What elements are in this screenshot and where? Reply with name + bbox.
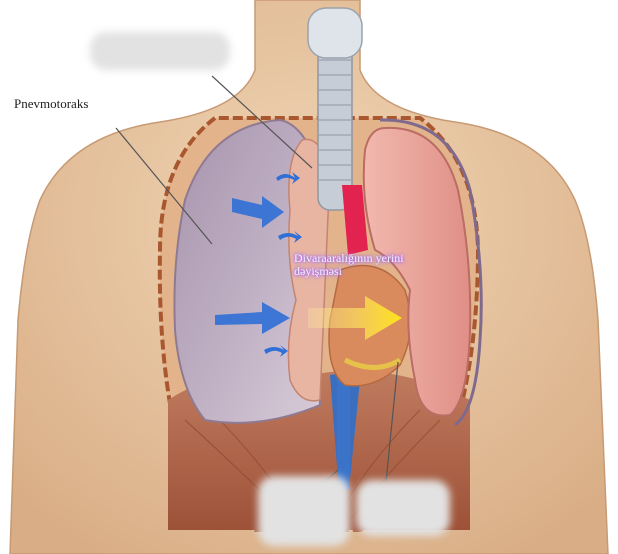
pneumothorax-label: Pnevmotoraks — [14, 96, 88, 112]
inferior-vessel — [337, 380, 350, 490]
blurred-label-bottom-right — [356, 480, 450, 536]
larynx — [308, 8, 362, 58]
mediastinal-shift-label: Divaraaralığının yerini dəyişməsi — [294, 252, 444, 278]
blurred-label-top — [90, 32, 230, 70]
blurred-label-bottom-left — [258, 476, 350, 546]
